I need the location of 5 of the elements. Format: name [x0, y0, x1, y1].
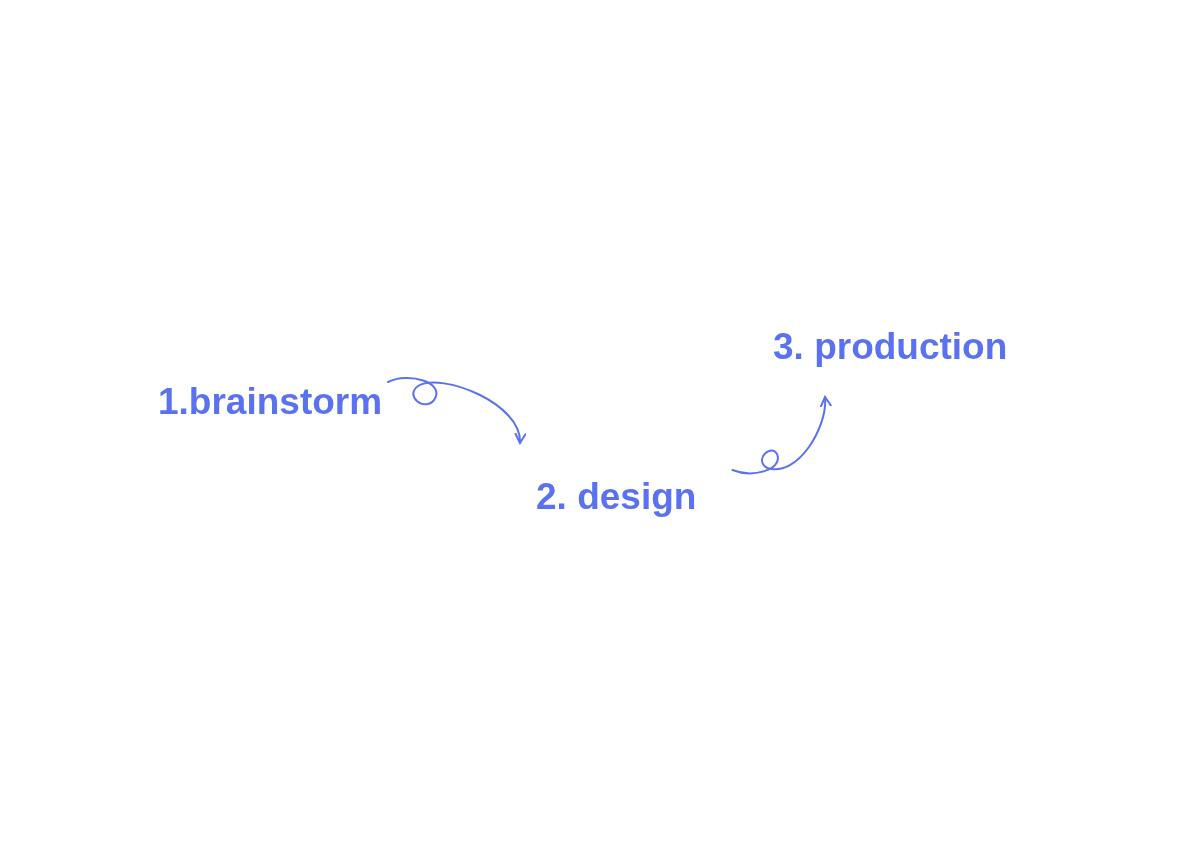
step-label: 2. design: [530, 475, 703, 519]
step-label: 1.brainstorm: [152, 380, 389, 424]
curly-arrow: [731, 396, 832, 475]
curly-arrow: [387, 377, 525, 444]
step-label: 3. production: [767, 325, 1014, 369]
